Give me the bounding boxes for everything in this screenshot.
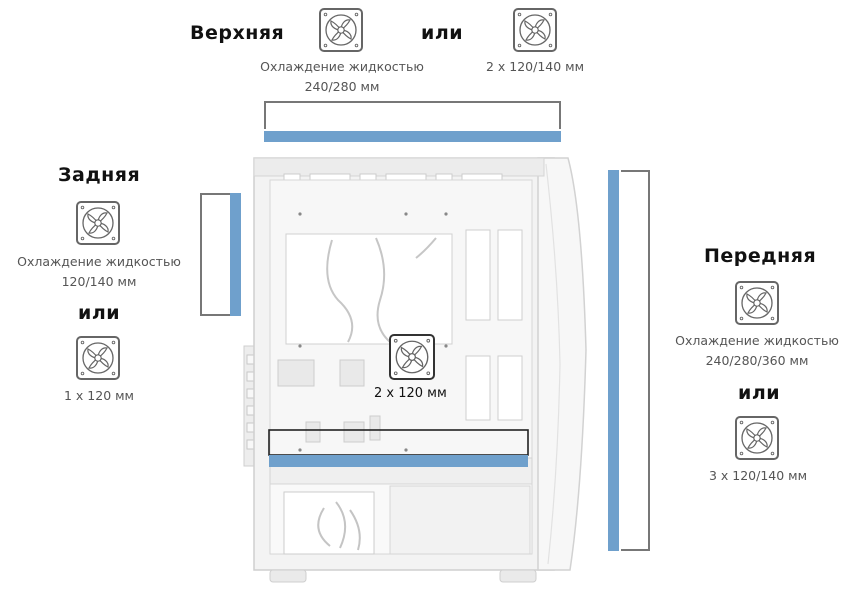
top-highlight-bar [264, 131, 561, 142]
front-option-a-line1: Охлаждение жидкостью [675, 333, 839, 348]
top-option-a-line2: 240/280 мм [304, 79, 380, 94]
top-option-b-line1: 2 x 120/140 мм [485, 59, 585, 74]
top-bracket-right-leg [559, 101, 561, 129]
rear-option-b-caption: 1 x 120 мм [40, 386, 158, 406]
top-bracket-left-leg [264, 101, 266, 129]
front-option-b-line1: 3 x 120/140 мм [708, 468, 808, 483]
fan-icon [735, 281, 779, 325]
front-bracket [648, 170, 650, 551]
front-highlight-bar [608, 170, 619, 551]
top-or-label: или [421, 22, 464, 44]
fan-icon [319, 8, 363, 52]
front-or-label: или [738, 382, 781, 404]
rear-option-b-line1: 1 x 120 мм [64, 388, 134, 403]
rear-or-label: или [78, 302, 121, 324]
front-heading: Передняя [704, 245, 817, 267]
front-bracket-bottom-leg [621, 549, 650, 551]
rear-option-a-line1: Охлаждение жидкостью [17, 254, 181, 269]
rear-highlight-bar [230, 193, 241, 316]
top-bracket [264, 101, 561, 103]
rear-heading: Задняя [58, 164, 141, 186]
front-option-a-caption: Охлаждение жидкостью 240/280/360 мм [666, 331, 848, 371]
rear-option-a-line2: 120/140 мм [61, 274, 137, 289]
fan-icon [735, 416, 779, 460]
front-option-b-caption: 3 x 120/140 мм [698, 466, 818, 486]
rear-bracket [200, 193, 202, 316]
top-heading: Верхняя [190, 22, 285, 44]
bottom-fan-label: 2 x 120 мм [374, 386, 447, 401]
fan-icon [513, 8, 557, 52]
fan-icon [76, 336, 120, 380]
fan-icon [76, 201, 120, 245]
top-option-b-caption: 2 x 120/140 мм [470, 57, 600, 77]
rear-bracket-bottom-leg [200, 314, 230, 316]
rear-option-a-caption: Охлаждение жидкостью 120/140 мм [6, 252, 192, 292]
front-bracket-top-leg [621, 170, 650, 172]
top-option-a-caption: Охлаждение жидкостью 240/280 мм [252, 57, 432, 97]
front-option-a-line2: 240/280/360 мм [705, 353, 809, 368]
fan-icon [389, 334, 435, 380]
rear-bracket-top-leg [200, 193, 230, 195]
top-option-a-line1: Охлаждение жидкостью [260, 59, 424, 74]
